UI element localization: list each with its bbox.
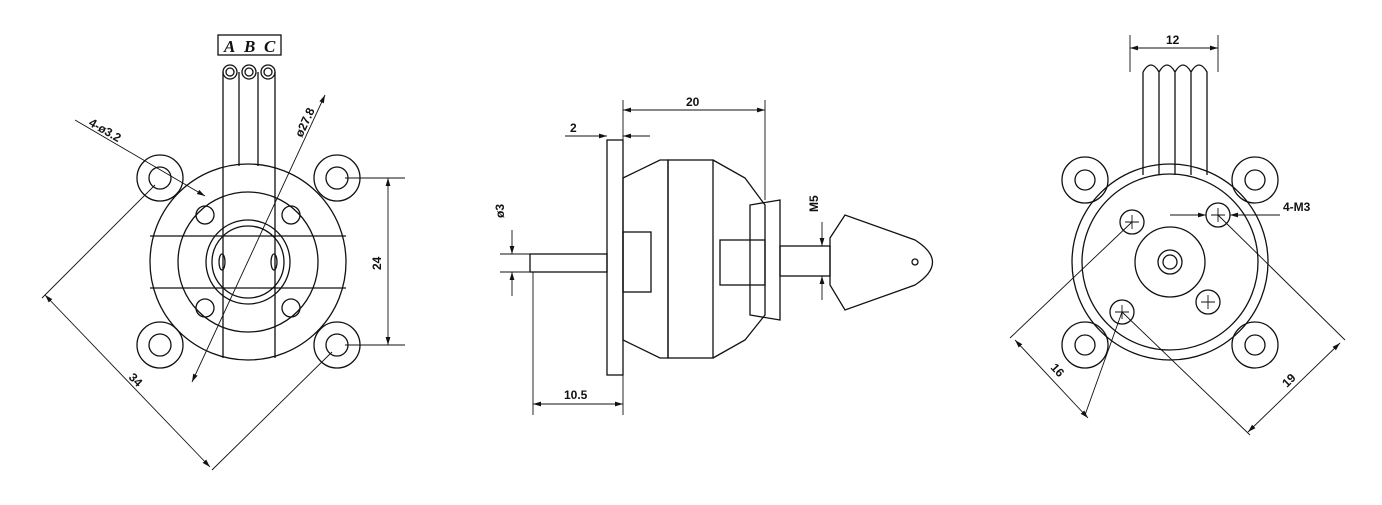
flange	[606, 139, 624, 376]
wires	[222, 64, 276, 166]
shaft-length-dim: 10.5	[564, 388, 588, 402]
shaft	[529, 253, 608, 273]
diag-16-dim: 16	[1048, 360, 1068, 380]
screws	[1109, 202, 1231, 325]
body-length-dim: 20	[686, 95, 700, 109]
diag-19-dim: 19	[1279, 371, 1299, 391]
prop-adapter	[829, 214, 933, 311]
phase-c-label: C	[264, 37, 276, 56]
phase-label-box	[217, 34, 282, 56]
phase-a-label: A	[223, 37, 235, 56]
vertical-spacing-dim: 24	[370, 256, 384, 270]
thread-dim: M5	[807, 195, 821, 212]
holes-dim: 4-ø3.2	[87, 115, 124, 145]
screws-dim: 4-M3	[1283, 200, 1311, 214]
shaft-diameter-dim: ø3	[493, 204, 507, 218]
side-view: 20 2 ø3 M5 10.5	[493, 95, 933, 415]
mount-plate	[136, 154, 361, 369]
flange-thickness-dim: 2	[570, 121, 577, 135]
diameter-dim: ø27.8	[292, 105, 318, 139]
wire-width-dim: 12	[1166, 33, 1180, 47]
motor-outline	[1071, 163, 1269, 361]
front-view: A B C 4-ø3.2 ø27.8 24 34	[41, 34, 405, 471]
rear-view: 12 4-M3 16 19	[1009, 33, 1346, 436]
phase-b-label: B	[243, 37, 255, 56]
wires	[1142, 64, 1208, 175]
diagonal-spacing-dim: 34	[126, 370, 146, 390]
mount-plate	[1061, 156, 1279, 369]
